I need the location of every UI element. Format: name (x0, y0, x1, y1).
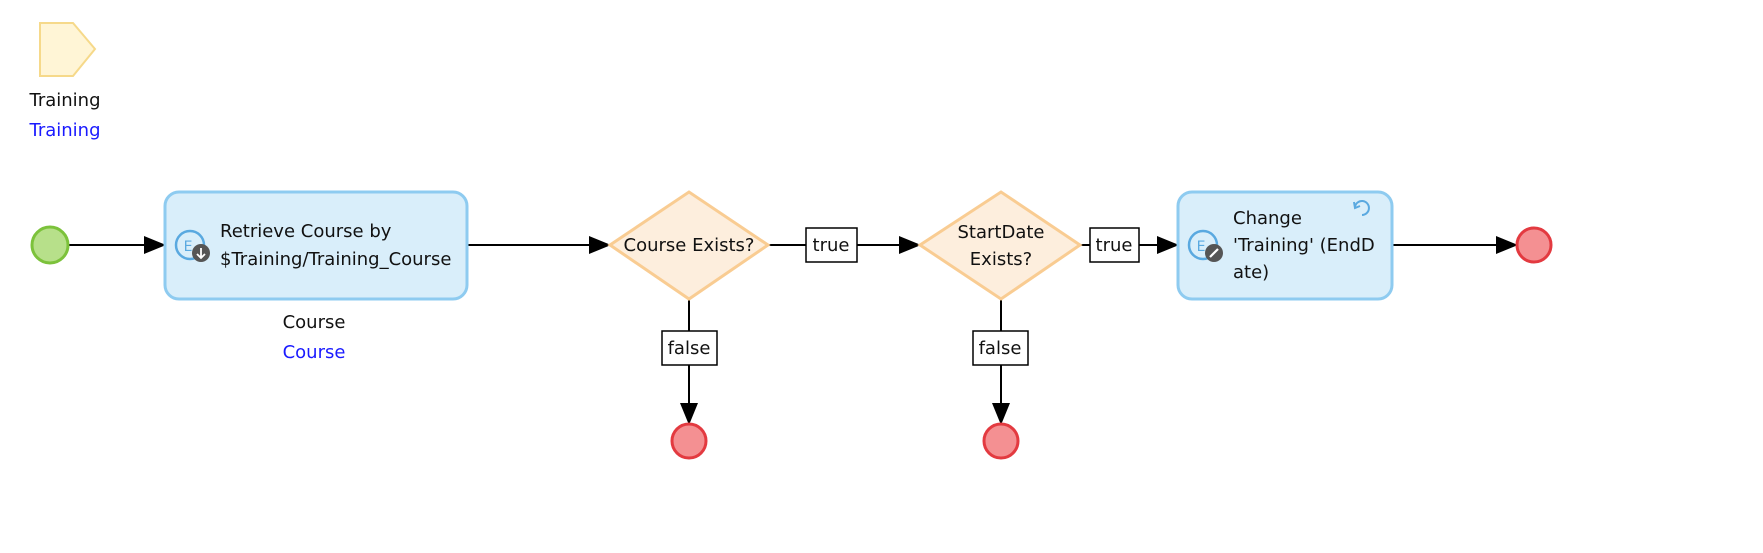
flow-label-course-true: true (805, 227, 858, 263)
decision-startdate-exists[interactable]: StartDate Exists? (917, 190, 1083, 301)
retrieve-label-line1: Retrieve Course by (220, 221, 392, 242)
flow-label-text: true (813, 235, 850, 256)
flow-label-course-false: false (661, 330, 718, 366)
activity-change-training[interactable]: E Change 'Training' (EndD ate) (1176, 190, 1394, 301)
decision-startdate-label-line1: StartDate (958, 222, 1045, 243)
end-event-circle[interactable] (1515, 226, 1553, 264)
flow-label-text: false (668, 338, 711, 359)
flow-label-startdate-false: false (972, 330, 1029, 366)
decision-course-exists[interactable]: Course Exists? (607, 190, 771, 301)
flow-label-startdate-true: true (1089, 227, 1140, 263)
decision-course-exists-label: Course Exists? (624, 235, 755, 256)
activity-retrieve-course[interactable]: E Retrieve Course by $Training/Training_… (163, 190, 469, 363)
change-object-icon: E (1187, 229, 1223, 262)
start-event-circle[interactable] (30, 225, 70, 265)
retrieve-label-line2: $Training/Training_Course (220, 249, 451, 270)
decision-startdate-label-line2: Exists? (970, 249, 1032, 270)
parameter-name: Training (28, 90, 100, 111)
svg-text:E: E (1197, 239, 1206, 255)
flow-label-text: true (1096, 235, 1133, 256)
parameter-type: Training (28, 120, 100, 141)
retrieve-entity-icon: E (174, 229, 210, 262)
end-event-circle[interactable] (670, 422, 708, 460)
flow-label-text: false (979, 338, 1022, 359)
refresh-icon (1353, 200, 1370, 216)
end-event-circle[interactable] (982, 422, 1020, 460)
change-label-line1: Change (1233, 208, 1302, 229)
parameter-pentagon-icon (39, 22, 97, 77)
parameter-training[interactable]: Training Training (28, 22, 101, 141)
change-label-line3: ate) (1233, 262, 1269, 283)
retrieve-output-type: Course (283, 342, 346, 363)
change-label-line2: 'Training' (EndD (1233, 235, 1375, 256)
retrieve-output-name: Course (283, 312, 346, 333)
svg-text:E: E (184, 239, 193, 255)
